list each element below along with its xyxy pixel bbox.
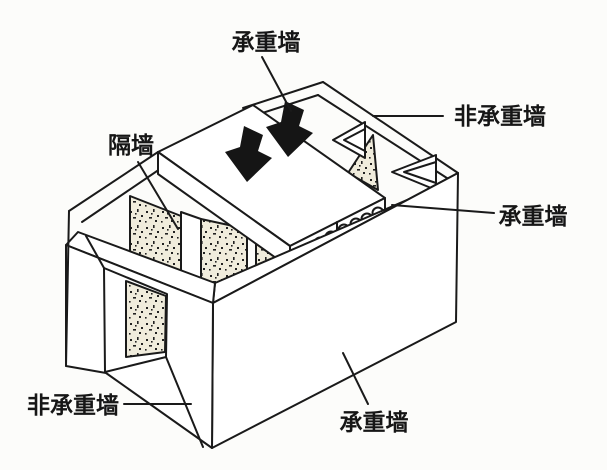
leader-bottom-load-bearing	[342, 352, 369, 405]
leader-partition	[137, 161, 179, 230]
label-bottom-non-load-bearing-wall: 非承重墙	[27, 393, 119, 419]
load-arrow-icon	[266, 101, 313, 157]
leader-top-load-bearing	[261, 56, 292, 112]
load-arrows	[225, 101, 313, 182]
label-right-load-bearing-wall: 承重墙	[499, 204, 568, 230]
load-arrow-icon	[225, 126, 272, 182]
door-threshold-edge	[165, 356, 204, 448]
front-left-wall	[65, 210, 216, 449]
wall-face-through-door	[125, 280, 167, 358]
left-corner-edge	[65, 210, 70, 367]
triangle-mark-left-inner	[343, 128, 366, 152]
label-bottom-load-bearing-wall: 承重墙	[340, 410, 409, 436]
label-right-non-load-bearing-wall: 非承重墙	[454, 104, 546, 130]
leader-right-load-bearing	[391, 204, 495, 214]
label-partition-wall: 隔墙	[108, 133, 154, 159]
labels: 承重墙 非承重墙 承重墙 隔墙 非承重墙 承重墙	[27, 30, 568, 436]
label-top-load-bearing-wall: 承重墙	[232, 30, 301, 56]
triangle-mark-right-inner	[403, 161, 437, 184]
leader-lines	[123, 56, 495, 405]
